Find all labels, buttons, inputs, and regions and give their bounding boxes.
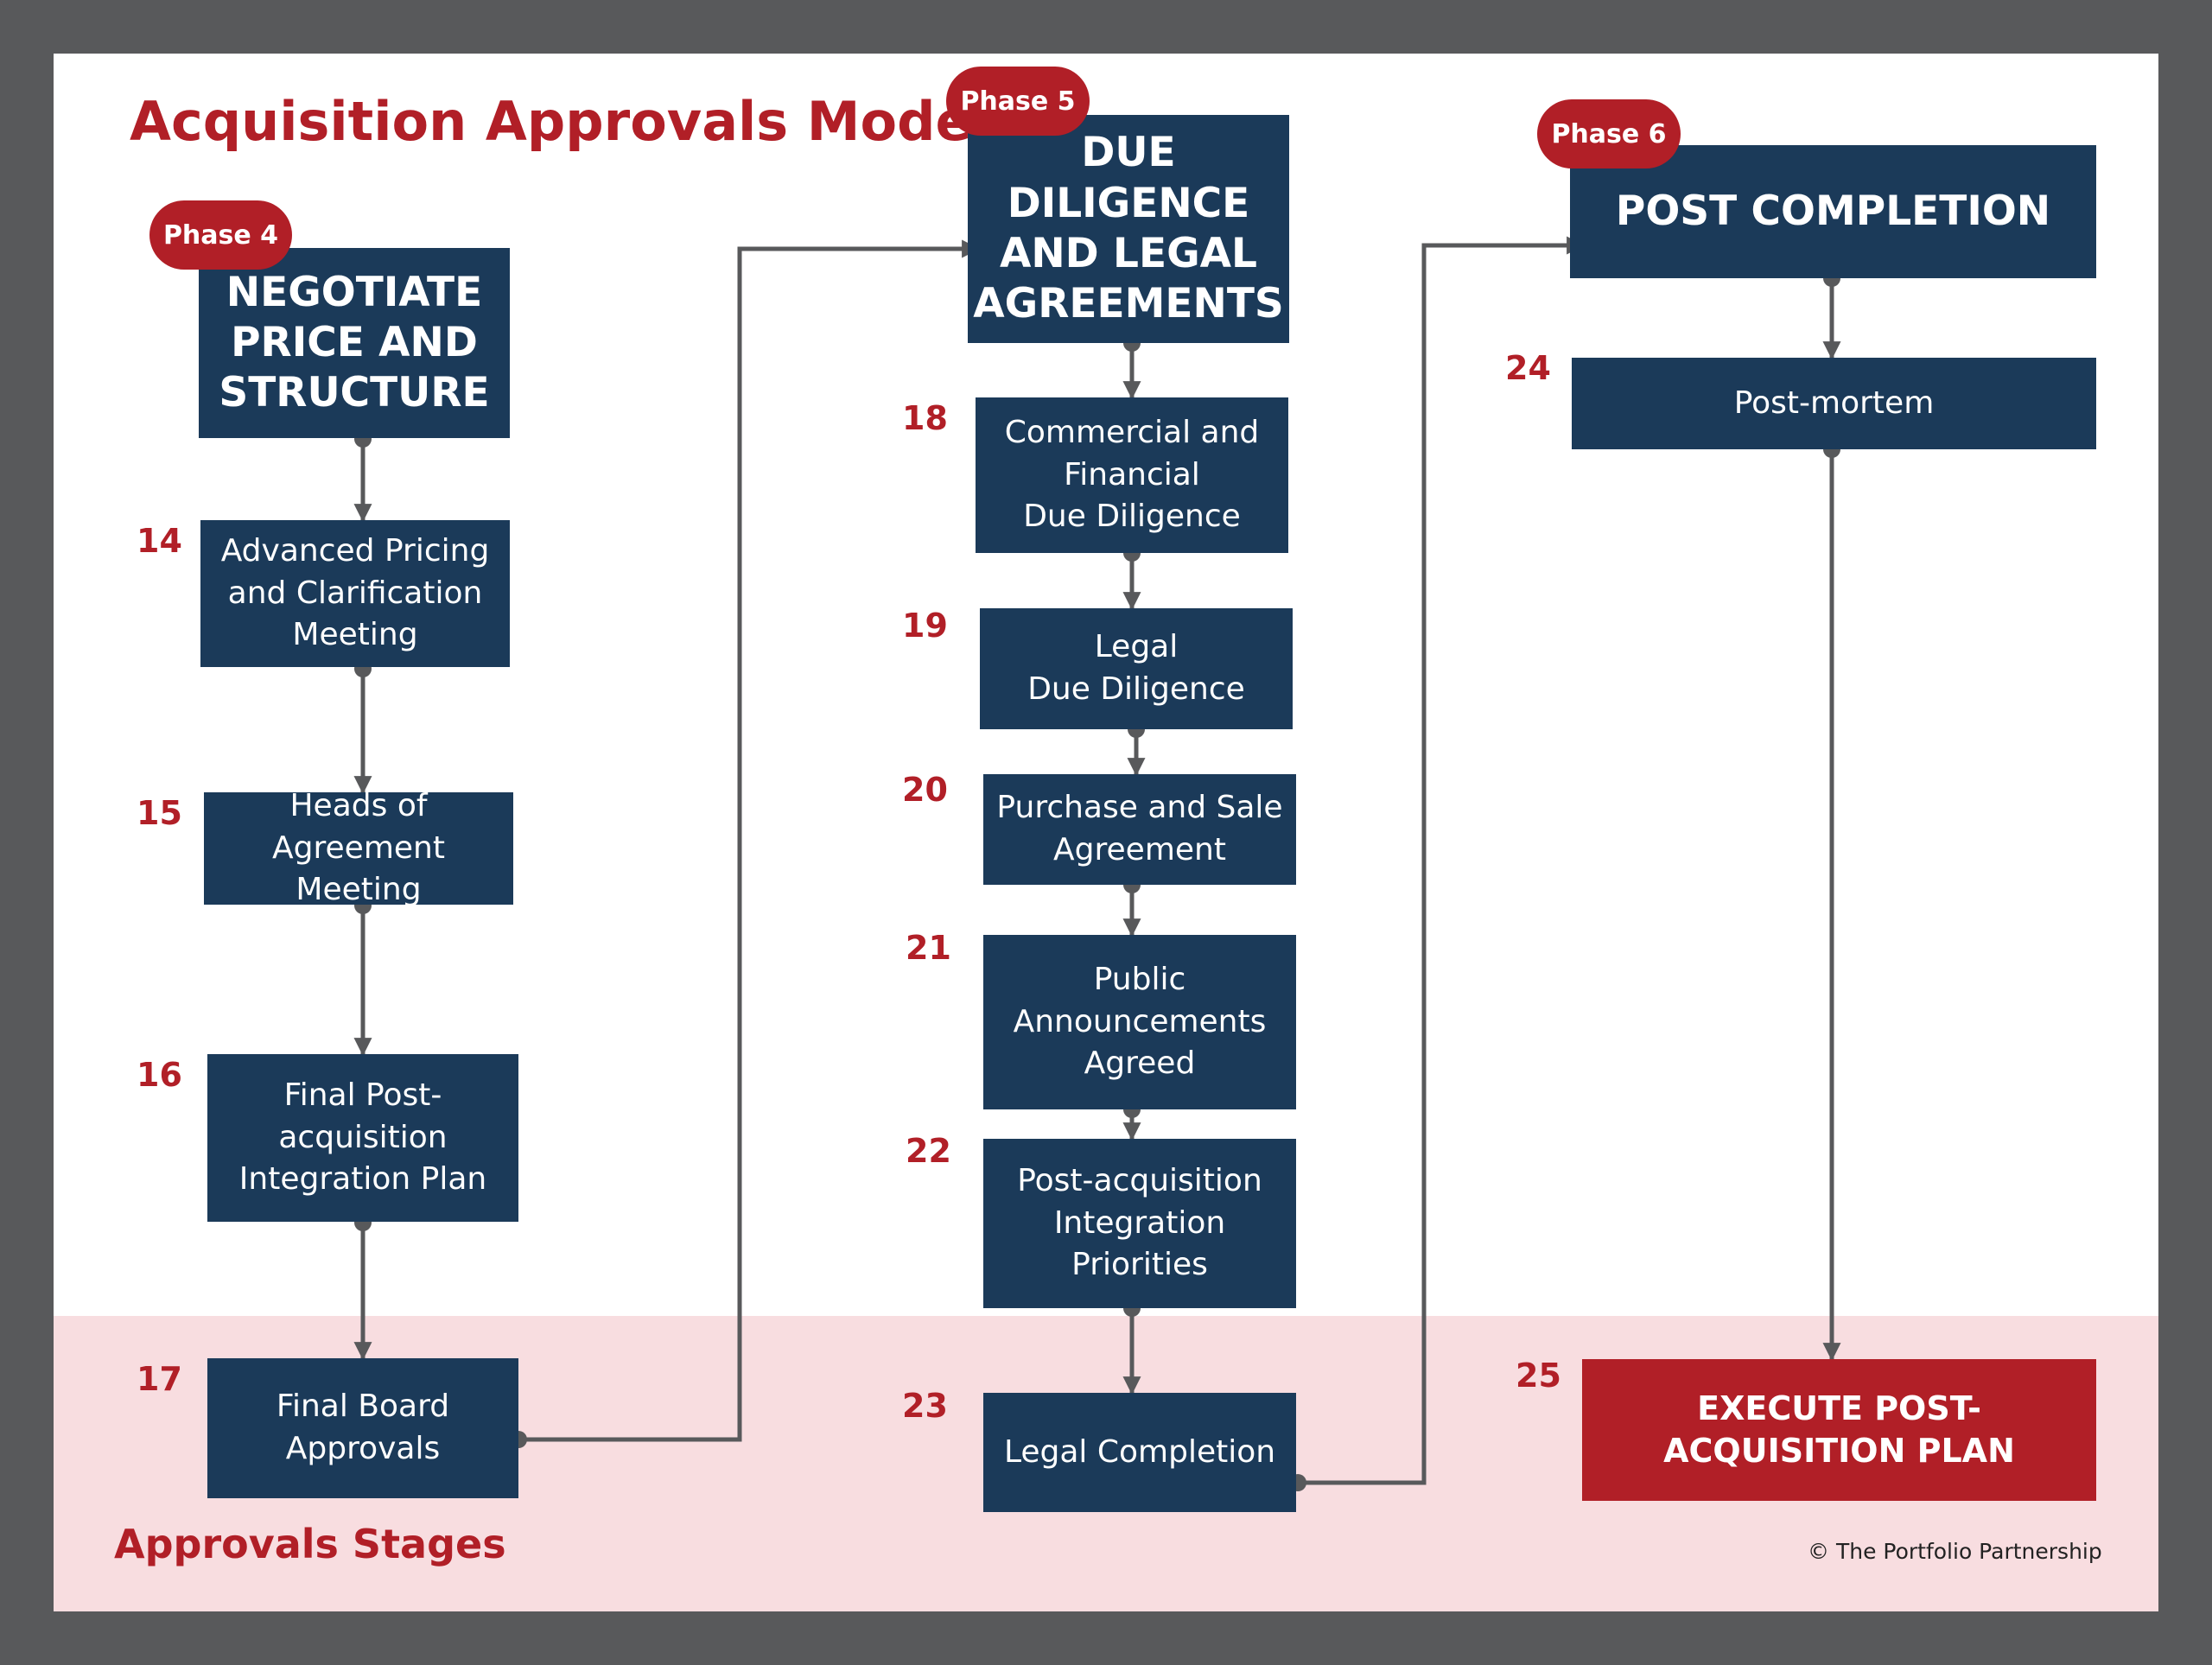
step-23-label: Legal Completion [1003, 1433, 1276, 1470]
phase-5-badge: Phase 5 [946, 67, 1090, 136]
step-17-box: Final Board Approvals [207, 1358, 518, 1498]
step-15-box: Heads of Agreement Meeting [204, 788, 513, 907]
step-18-label: Commercial and Financial Due Diligence [1004, 414, 1260, 535]
step-20-label: Purchase and Sale Agreement [996, 790, 1283, 867]
step-21-number: 21 [906, 929, 951, 967]
step-19-number: 19 [902, 607, 948, 645]
step-23-number: 23 [902, 1387, 948, 1425]
step-20-box: Purchase and Sale Agreement [983, 774, 1296, 885]
step-22-number: 22 [906, 1132, 951, 1170]
step-25-box: EXECUTE POST- ACQUISITION PLAN [1582, 1359, 2096, 1501]
step-22-label: Post-acquisition Integration Priorities [1017, 1162, 1262, 1283]
approvals-stages-label: Approvals Stages [114, 1521, 506, 1567]
step-24-label: Post-mortem [1733, 384, 1935, 421]
step-23-box: Legal Completion [983, 1393, 1296, 1512]
phase-6-title: POST COMPLETION [1615, 187, 2051, 235]
step-18-box: Commercial and Financial Due Diligence [976, 397, 1288, 553]
step-14-box: Advanced Pricing and Clarification Meeti… [200, 520, 510, 667]
step-19-box: Legal Due Diligence [980, 608, 1293, 729]
step-16-box: Final Post- acquisition Integration Plan [207, 1054, 518, 1222]
step-21-label: Public Announcements Agreed [1013, 961, 1267, 1082]
phase-6-box: POST COMPLETION [1570, 145, 2096, 278]
phase-5-box: DUE DILIGENCE AND LEGAL AGREEMENTS [968, 115, 1289, 343]
step-14-label: Advanced Pricing and Clarification Meeti… [220, 532, 490, 653]
phase-5-title: DUE DILIGENCE AND LEGAL AGREEMENTS [973, 129, 1284, 328]
step-21-box: Public Announcements Agreed [983, 935, 1296, 1109]
step-16-number: 16 [137, 1056, 182, 1094]
phase-6-badge: Phase 6 [1537, 99, 1681, 168]
step-25-number: 25 [1516, 1357, 1561, 1395]
step-17-number: 17 [137, 1360, 182, 1398]
connector-17-to-phase5 [518, 239, 981, 1442]
copyright-notice: © The Portfolio Partnership [1808, 1539, 2102, 1564]
phase-4-box: NEGOTIATE PRICE AND STRUCTURE [199, 248, 510, 438]
step-16-label: Final Post- acquisition Integration Plan [238, 1077, 487, 1198]
diagram-canvas: Acquisition Approvals Model NEGOTIATE PR… [54, 54, 2158, 1611]
connector-23-to-phase6 [1298, 236, 1586, 1485]
step-18-number: 18 [902, 399, 948, 437]
step-24-number: 24 [1505, 349, 1551, 387]
step-20-number: 20 [902, 771, 948, 809]
step-14-number: 14 [137, 522, 182, 560]
phase-4-badge: Phase 4 [149, 200, 292, 270]
step-15-label: Heads of Agreement Meeting [272, 787, 445, 908]
step-17-label: Final Board Approvals [276, 1389, 450, 1466]
phase-4-title: NEGOTIATE PRICE AND STRUCTURE [219, 268, 490, 417]
step-22-box: Post-acquisition Integration Priorities [983, 1139, 1296, 1308]
diagram-title: Acquisition Approvals Model [130, 90, 990, 153]
step-24-box: Post-mortem [1572, 358, 2096, 449]
step-19-label: Legal Due Diligence [1027, 629, 1245, 707]
step-25-label: EXECUTE POST- ACQUISITION PLAN [1663, 1389, 2015, 1470]
step-15-number: 15 [137, 794, 182, 832]
